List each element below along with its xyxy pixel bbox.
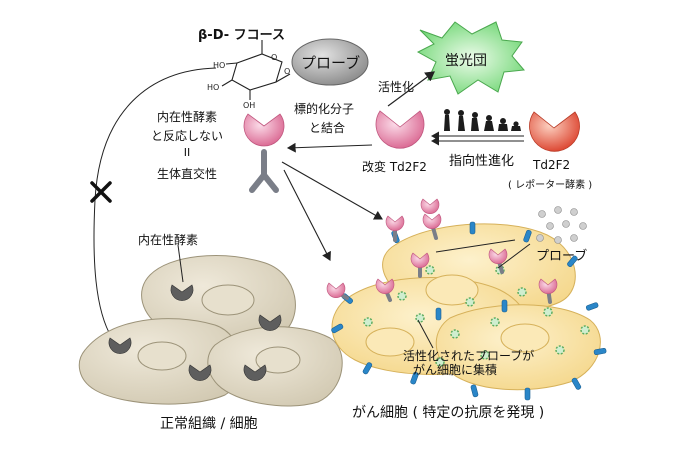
fluorophore-label: 蛍光団 [445, 53, 487, 69]
probe-label-right: プローブ [536, 249, 588, 264]
targeting-label-2: と結合 [309, 121, 346, 135]
normal-tissue [78, 255, 343, 407]
fucose-structure-icon: O HO HO OH O [207, 40, 290, 110]
targeting-label-1: 標的化分子 [294, 102, 355, 116]
modified-td2f2-label: 改変 Td2F2 [362, 160, 427, 174]
antibody-icon [249, 149, 279, 193]
endogenous-equals: II [183, 146, 191, 159]
td2f2-label: Td2F2 [533, 158, 571, 172]
endogenous-label-1: 内在性酵素 [156, 110, 217, 124]
fucose-label: β-D- フコース [198, 28, 286, 43]
fluorophore-star [416, 21, 526, 95]
svg-text:O: O [271, 53, 277, 62]
probe-label-top: プローブ [301, 54, 361, 72]
evolution-silhouettes-icon [444, 109, 521, 131]
activation-label: 活性化 [378, 80, 415, 94]
activated-fluorophores [363, 265, 590, 367]
accumulation-label-1: 活性化されたプローブが [403, 349, 535, 363]
accumulation-label-2: がん細胞に集積 [413, 363, 498, 377]
svg-text:OH: OH [243, 101, 255, 110]
endogenous-normal-label: 内在性酵素 [138, 233, 199, 247]
td2f2-enzyme [529, 111, 580, 152]
cancer-tissue [331, 223, 601, 391]
normal-tissue-label: 正常組織 / 細胞 [160, 416, 258, 432]
endogenous-label-2: と反応しない [150, 129, 223, 143]
targeting-enzyme [243, 113, 285, 147]
endogenous-enzymes [108, 284, 282, 381]
reporter-label: ( レポーター酵素 ) [508, 180, 593, 191]
cancer-cell-label: がん細胞 ( 特定の抗原を発現 ) [352, 405, 545, 421]
bioorthogonal-label: 生体直交性 [156, 167, 217, 181]
probe-dots [536, 206, 587, 244]
svg-text:O: O [284, 67, 290, 76]
bound-complexes [326, 198, 558, 304]
cross-icon [90, 181, 112, 203]
svg-text:HO: HO [207, 83, 219, 92]
probe-ellipse [291, 38, 369, 86]
modified-td2f2-enzyme [375, 110, 425, 149]
svg-text:HO: HO [213, 61, 225, 70]
directed-evolution-label: 指向性進化 [449, 154, 515, 169]
